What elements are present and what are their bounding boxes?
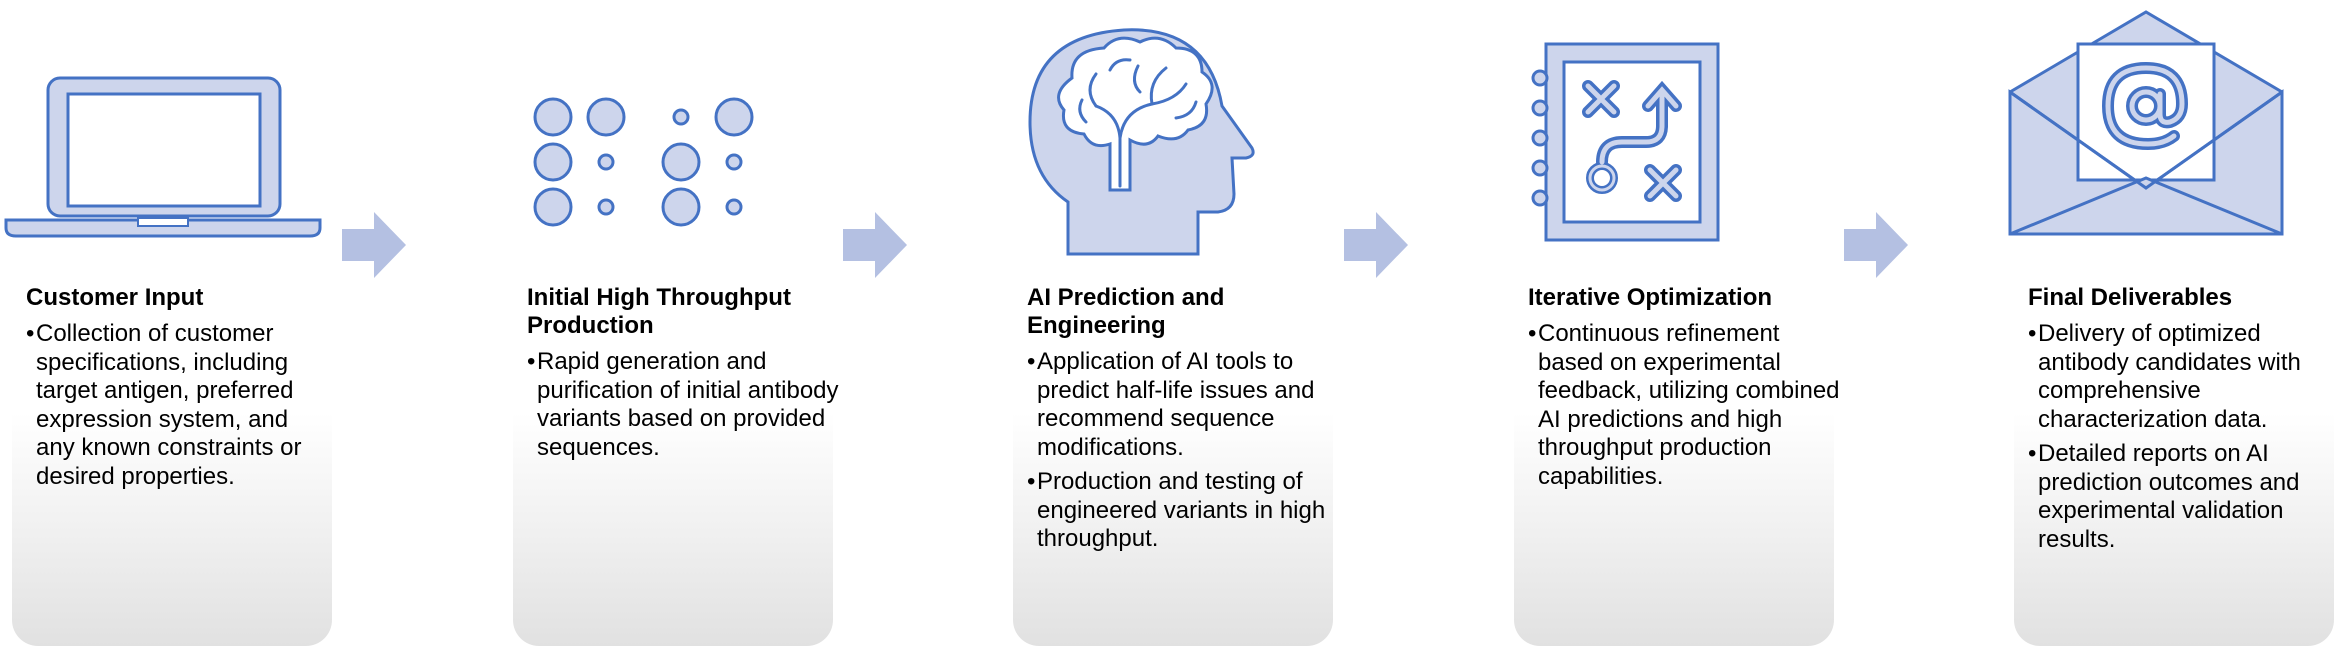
laptop-icon <box>4 76 322 240</box>
bullet-item: Collection of customer specifications, i… <box>26 320 326 491</box>
bullet-list: Rapid generation and purification of ini… <box>527 348 847 462</box>
bullet-item: Delivery of optimized antibody candidate… <box>2028 320 2328 434</box>
stage-title: Initial High Throughput Production <box>527 284 791 339</box>
stage-text-final-deliverables: Final Deliverables Delivery of optimized… <box>2028 284 2328 560</box>
stage-text-iterative-optimization: Iterative Optimization Continuous refine… <box>1528 284 1848 497</box>
bullet-item: Continuous refinement based on experimen… <box>1528 320 1848 491</box>
bullet-item: Production and testing of engineered var… <box>1027 468 1347 554</box>
bullet-item: Application of AI tools to predict half-… <box>1027 348 1347 462</box>
bullet-item: Detailed reports on AI prediction outcom… <box>2028 440 2328 554</box>
stage-title: Final Deliverables <box>2028 284 2233 311</box>
stage-title: Customer Input <box>26 284 204 311</box>
bullet-list: Continuous refinement based on experimen… <box>1528 320 1848 491</box>
bullet-item: Rapid generation and purification of ini… <box>527 348 847 462</box>
stage-title: AI Prediction and Engineering <box>1027 284 1225 339</box>
bullet-list: Application of AI tools to predict half-… <box>1027 348 1347 554</box>
email-envelope-icon <box>2008 10 2284 240</box>
arrow-right-icon <box>342 212 406 278</box>
bullet-list: Delivery of optimized antibody candidate… <box>2028 320 2328 554</box>
strategy-board-icon <box>1531 42 1722 242</box>
arrow-right-icon <box>1344 212 1408 278</box>
arrow-right-icon <box>1844 212 1908 278</box>
stage-text-ai-prediction: AI Prediction and Engineering Applicatio… <box>1027 284 1347 560</box>
dots-grid-icon <box>528 96 768 236</box>
stage-text-high-throughput: Initial High Throughput Production Rapid… <box>527 284 847 468</box>
stage-text-customer-input: Customer Input Collection of customer sp… <box>26 284 326 497</box>
arrow-right-icon <box>843 212 907 278</box>
bullet-list: Collection of customer specifications, i… <box>26 320 326 491</box>
stage-title: Iterative Optimization <box>1528 284 1773 311</box>
brain-head-icon <box>1026 26 1262 258</box>
